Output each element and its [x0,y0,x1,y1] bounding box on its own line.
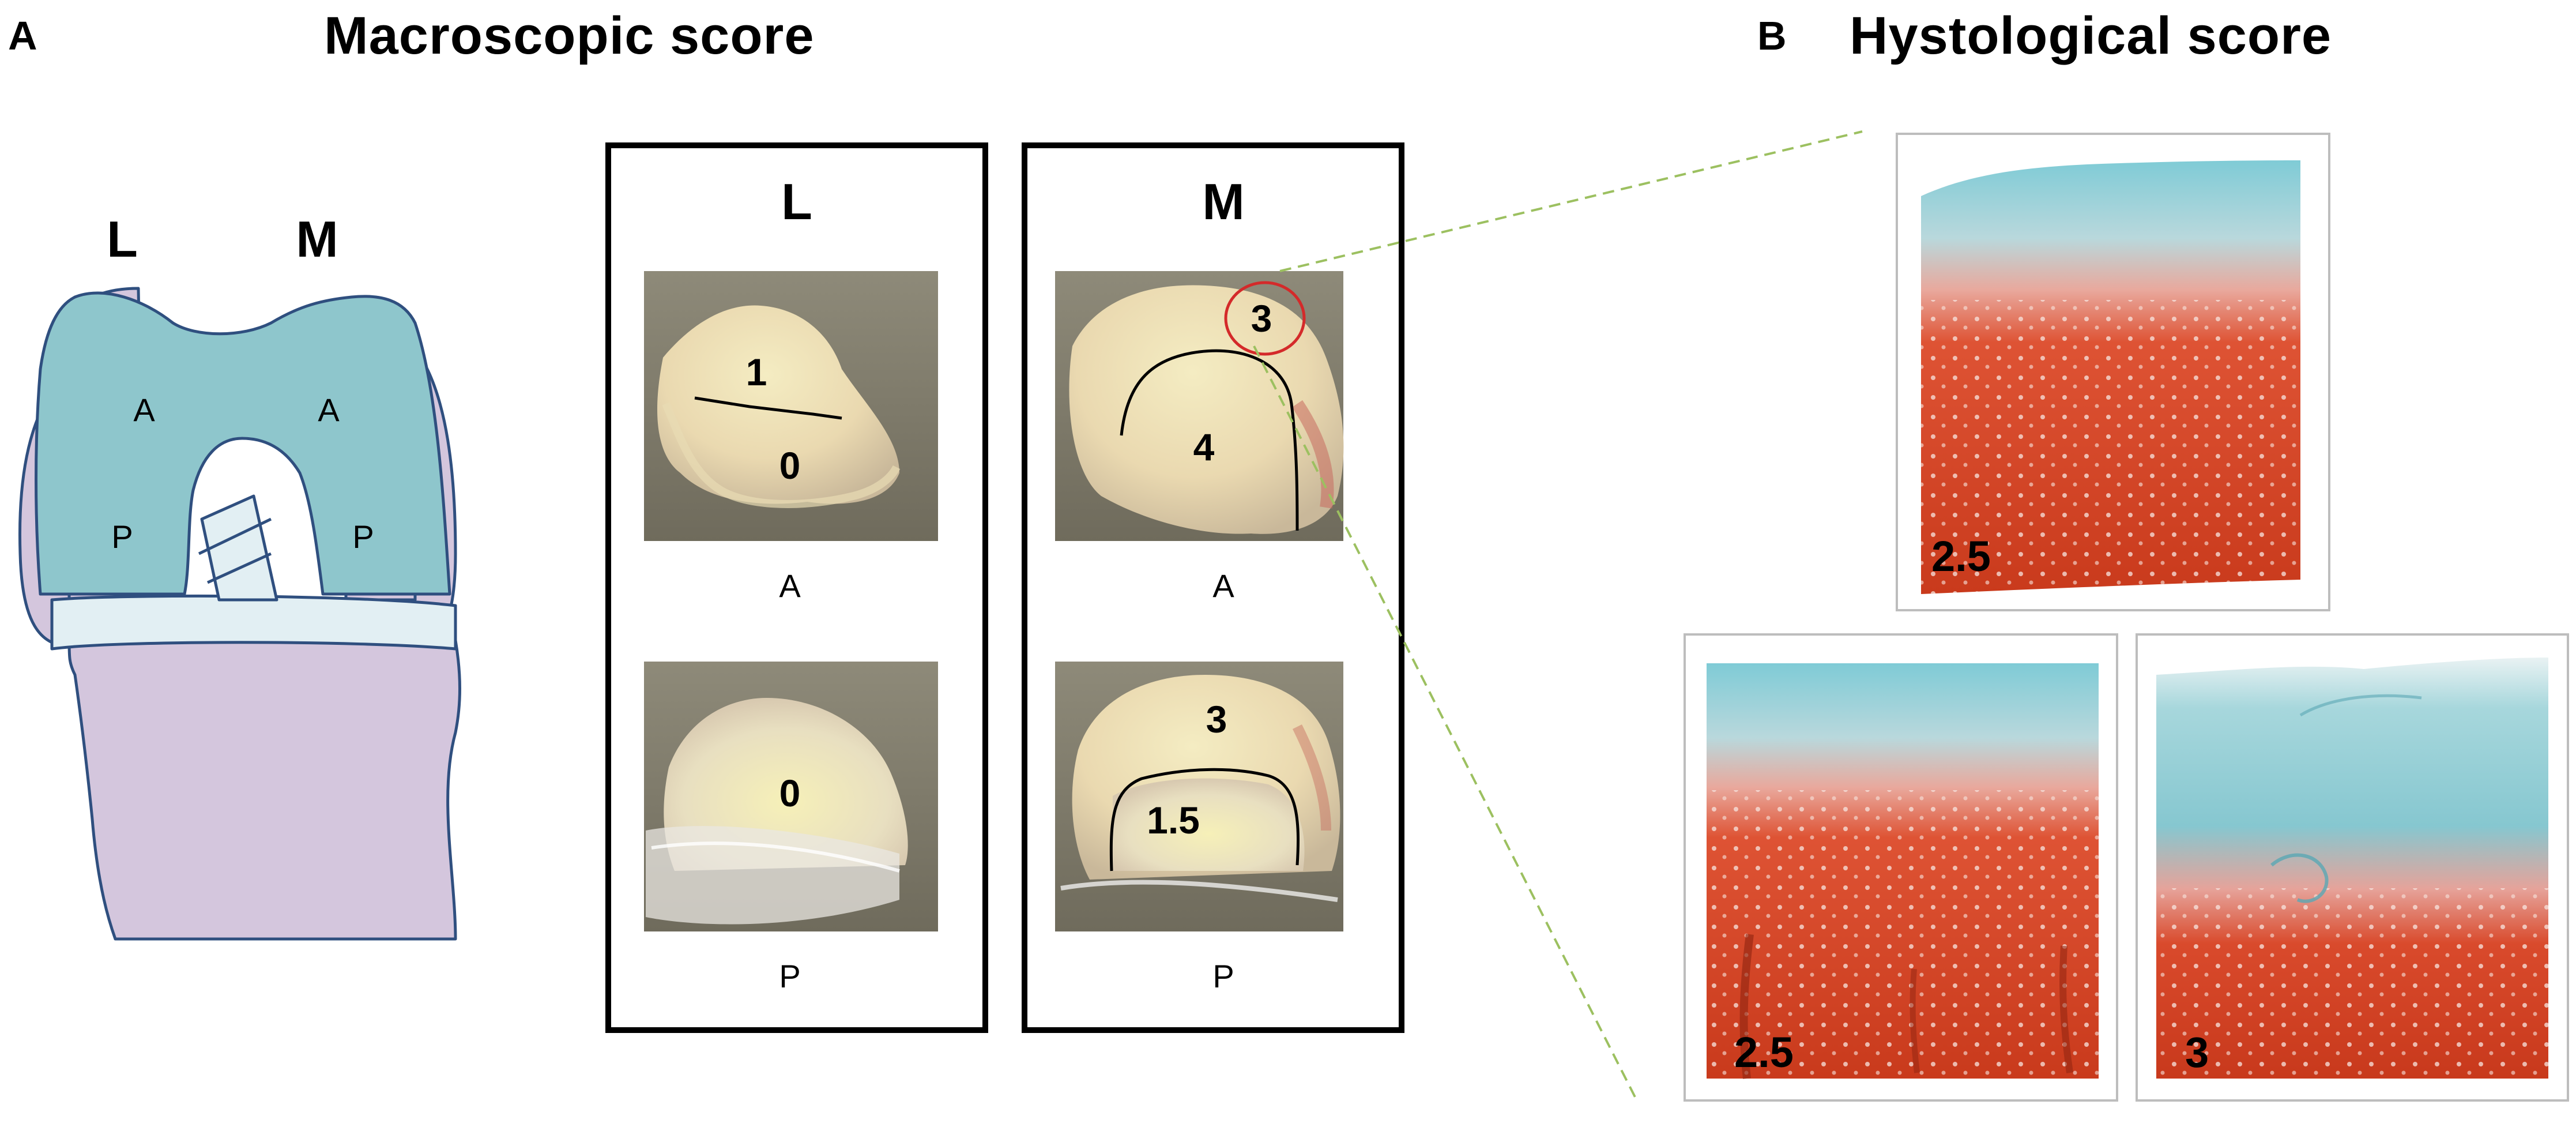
knee-label-medial: M [296,211,338,268]
lateral-anterior-score-2: 0 [779,444,801,487]
medial-box [1022,142,1404,1033]
medial-posterior-score-1: 3 [1206,698,1227,741]
medial-anterior-photo [1055,271,1344,541]
cruciate-ligament [200,494,278,602]
zoom-line-lower [1253,345,1639,1102]
knee-schematic [18,287,461,941]
knee-label-lateral: L [107,211,138,268]
knee-label-lateral-anterior: A [133,392,155,428]
histology-bottom-left [1684,633,2118,1102]
knee-label-medial-posterior: P [352,519,374,555]
medial-anterior-score-1: 3 [1251,297,1272,340]
histology-bottom-left-score: 2.5 [1734,1028,1794,1076]
panel-b-letter: B [1757,13,1787,58]
highlight-circle [1224,281,1306,356]
lateral-box-heading: L [781,173,812,230]
lateral-posterior-photo [644,662,938,931]
panel-b-title: Hystological score [1850,6,2332,65]
lateral-posterior-score-1: 0 [779,772,801,814]
lateral-anterior-score-1: 1 [746,351,767,393]
histology-bottom-right-score: 3 [2185,1028,2209,1076]
lateral-anterior-caption: A [779,568,801,604]
knee-label-medial-anterior: A [318,392,340,428]
medial-anterior-score-2: 4 [1193,426,1215,468]
tibia [67,638,461,941]
medial-box-heading: M [1202,173,1244,230]
lateral-posterior-caption: P [779,958,800,994]
medial-posterior-score-2: 1.5 [1147,799,1200,842]
panel-a-letter: A [8,13,37,58]
femoral-condyle-cartilage [35,291,451,596]
panel-a-title: Macroscopic score [324,6,815,65]
lateral-anterior-photo [644,271,938,541]
histology-bottom-right [2136,633,2569,1102]
knee-label-lateral-posterior: P [111,519,133,555]
meniscus-band [50,594,457,651]
medial-anterior-caption: A [1212,568,1234,604]
medial-posterior-photo [1055,662,1343,931]
histology-top [1896,133,2330,611]
lateral-box [605,142,988,1033]
medial-posterior-caption: P [1212,958,1234,994]
zoom-line-upper [1279,130,1863,272]
histology-top-score: 2.5 [1931,532,1991,580]
